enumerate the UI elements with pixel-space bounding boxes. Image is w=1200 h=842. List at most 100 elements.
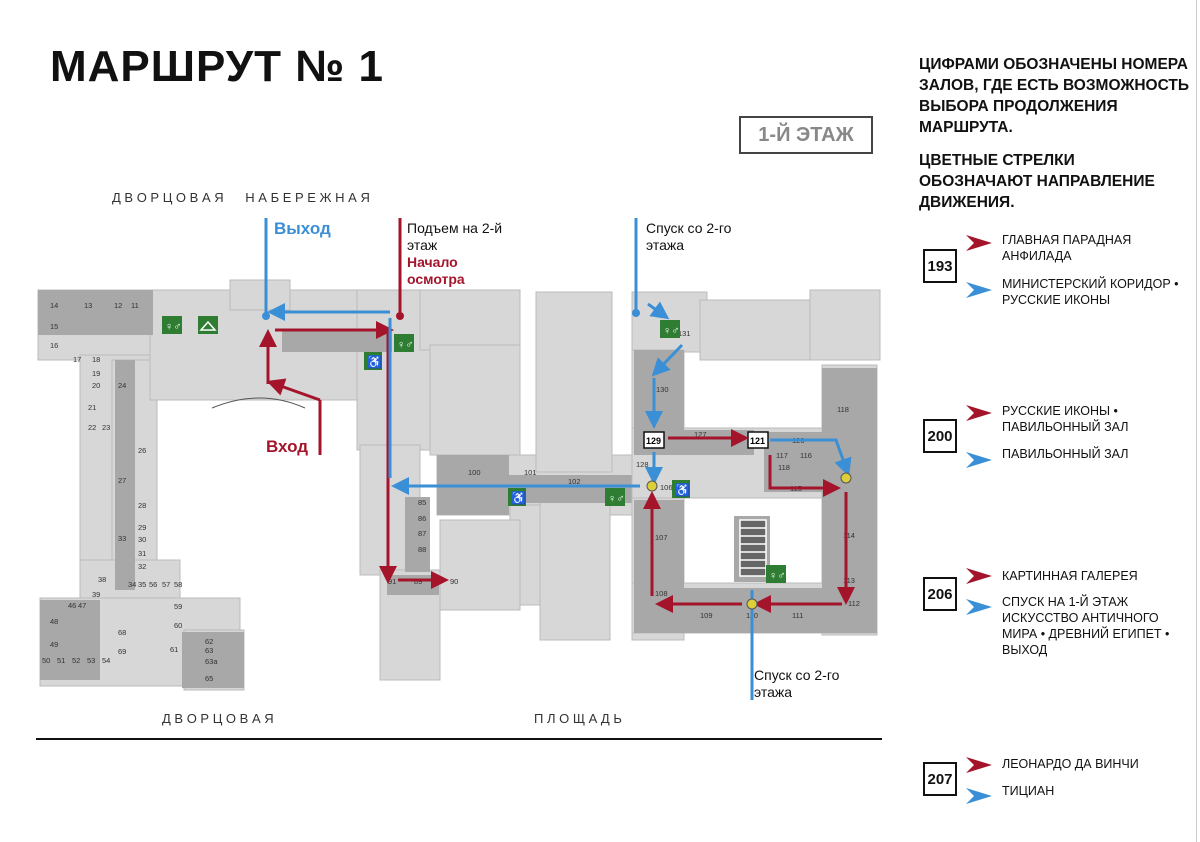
legend-room-193: 193	[923, 249, 957, 283]
room-117: 117	[776, 451, 788, 460]
room-131: 131	[678, 329, 691, 338]
room-87: 87	[418, 529, 426, 538]
room-14: 14	[50, 301, 58, 310]
room-48: 48	[50, 617, 58, 626]
room-101: 101	[524, 468, 537, 477]
svg-text:♿: ♿	[367, 355, 382, 369]
stairs-icon	[739, 519, 767, 577]
wheelchair-icon: ♿	[508, 488, 526, 506]
blue-arrow-icon	[966, 788, 992, 804]
room-60: 60	[174, 621, 182, 630]
room-16: 16	[50, 341, 58, 350]
room-22: 22	[88, 423, 96, 432]
ascent-label: Подъем на 2-й этаж	[407, 220, 503, 253]
descent-bottom-label: Спуск со 2-го этажа	[754, 667, 840, 700]
legend-blue-193: МИНИСТЕРСКИЙ КОРИДОР • РУССКИЕ ИКОНЫ	[1002, 277, 1179, 307]
room-108: 108	[655, 589, 668, 598]
legend-blue-206: СПУСК НА 1-Й ЭТАЖ ИСКУССТВО АНТИЧНОГО МИ…	[1002, 595, 1170, 657]
restroom-icon: ♀♂	[162, 316, 182, 334]
room-129: 129	[646, 436, 661, 446]
room-86: 86	[418, 514, 426, 523]
room-54: 54	[102, 656, 110, 665]
red-route	[259, 218, 855, 613]
room-109: 109	[700, 611, 713, 620]
restroom-icon: ♀♂	[394, 334, 414, 352]
room-113: 113	[843, 576, 855, 585]
wheelchair-icon: ♿	[364, 352, 382, 370]
room-128: 128	[636, 460, 649, 469]
room-50: 50	[42, 656, 50, 665]
svg-text:♿: ♿	[675, 483, 690, 497]
room-62: 62	[205, 637, 213, 646]
route-marker-icon	[262, 309, 852, 610]
room-21: 21	[88, 403, 96, 412]
rooms-note: ЦИФРАМИ ОБОЗНАЧЕНЫ НОМЕРА ЗАЛОВ, ГДЕ ЕСТ…	[919, 56, 1189, 136]
street-bottom-left: Д В О Р Ц О В А Я	[162, 711, 274, 726]
room-47: 47	[78, 601, 86, 610]
room-63: 63	[205, 646, 213, 655]
legend-room-206: 206	[923, 577, 957, 611]
room-26: 26	[138, 446, 146, 455]
room-114: 114	[843, 531, 855, 540]
room-85: 85	[418, 498, 426, 507]
svg-text:♀♂: ♀♂	[608, 493, 625, 505]
red-arrow-icon	[966, 405, 992, 421]
room-88: 88	[418, 545, 426, 554]
floor-indicator: 1-Й ЭТАЖ	[739, 116, 873, 154]
room-106: 106	[660, 483, 673, 492]
red-arrow-icon	[966, 235, 992, 251]
red-arrow-icon	[966, 757, 992, 773]
street-top: Д В О Р Ц О В А Я Н А Б Е Р Е Ж Н А Я	[112, 190, 370, 205]
blue-route	[264, 218, 852, 700]
room-18: 18	[92, 355, 100, 364]
room-130: 130	[656, 385, 669, 394]
room-90: 90	[450, 577, 458, 586]
descent-top-label: Спуск со 2-го этажа	[646, 220, 732, 253]
building-west-dark	[38, 290, 439, 688]
room-28: 28	[138, 501, 146, 510]
room-29: 29	[138, 523, 146, 532]
room-116: 116	[800, 451, 812, 460]
room-20: 20	[92, 381, 100, 390]
junction-rooms: 129 121	[643, 431, 769, 449]
room-23: 23	[102, 423, 110, 432]
room-53: 53	[87, 656, 95, 665]
room-51: 51	[57, 656, 65, 665]
legend-red-200: РУССКИЕ ИКОНЫ • ПАВИЛЬОННЫЙ ЗАЛ	[1002, 404, 1129, 434]
blue-arrow-icon	[966, 282, 992, 298]
room-11: 11	[131, 301, 139, 310]
restroom-icon: ♀♂	[660, 320, 680, 338]
room-17: 17	[73, 355, 81, 364]
entrance-label: Вход	[266, 437, 309, 456]
room-34: 34	[128, 580, 136, 589]
restroom-icon: ♀♂	[605, 488, 625, 506]
start-label: Начало осмотра	[407, 254, 465, 287]
room-46: 46	[68, 601, 76, 610]
room-91: 91	[388, 577, 396, 586]
room-61: 61	[170, 645, 178, 654]
room-107: 107	[655, 533, 668, 542]
room-38: 38	[98, 575, 106, 584]
restroom-icon: ♀♂	[766, 565, 786, 583]
courtyard-arc	[211, 397, 306, 409]
room-49: 49	[50, 640, 58, 649]
room-102: 102	[568, 477, 581, 486]
svg-text:♀♂: ♀♂	[165, 321, 182, 333]
room-39: 39	[92, 590, 100, 599]
blue-arrow-icon	[966, 452, 992, 468]
room-127: 127	[694, 430, 707, 439]
legend-room-200: 200	[923, 419, 957, 453]
room-15: 15	[50, 322, 58, 331]
room-121: 121	[750, 436, 765, 446]
room-111: 111	[792, 611, 803, 620]
room-31: 31	[138, 549, 146, 558]
wheelchair-icon: ♿	[672, 480, 690, 498]
legend-red-206: КАРТИННАЯ ГАЛЕРЕЯ	[1002, 569, 1138, 583]
room-19: 19	[92, 369, 100, 378]
room-12: 12	[114, 301, 122, 310]
room-13: 13	[84, 301, 92, 310]
legend-blue-200: ПАВИЛЬОННЫЙ ЗАЛ	[1002, 447, 1129, 461]
room-27: 27	[118, 476, 126, 485]
room-65: 65	[205, 674, 213, 683]
